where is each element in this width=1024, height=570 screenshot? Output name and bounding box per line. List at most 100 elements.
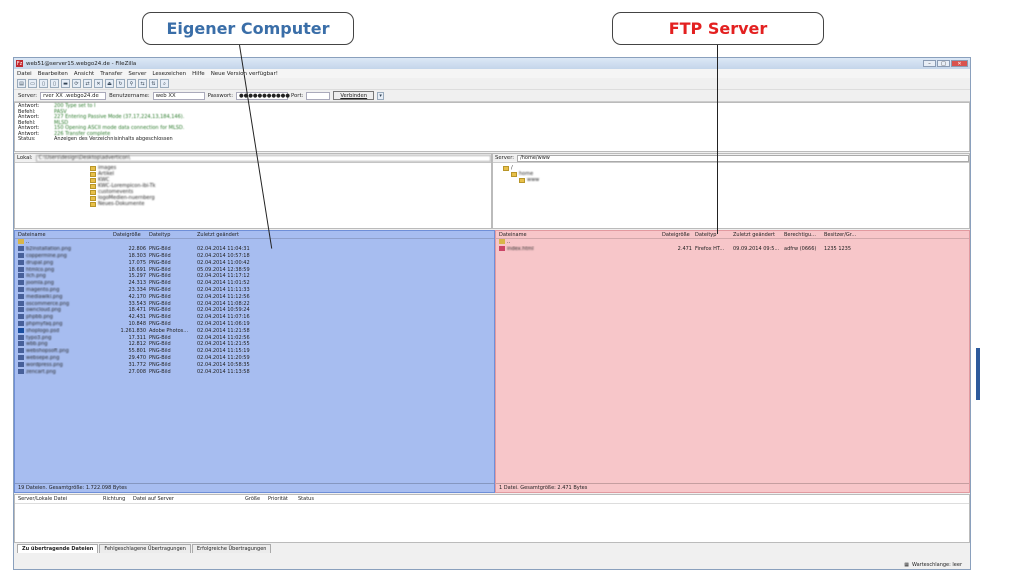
local-path-input[interactable]: C:\Users\design\Desktop\adverticon\ — [35, 154, 491, 162]
folder-icon — [90, 189, 96, 195]
file-size-cell: 18.303 — [128, 252, 147, 259]
menu-ansicht[interactable]: Ansicht — [73, 70, 95, 77]
cancel-icon[interactable]: ✕ — [94, 79, 103, 88]
file-date-cell: 02.04.2014 11:13:58 — [197, 368, 250, 375]
tree-item[interactable]: KWC — [90, 177, 491, 183]
column-header-size[interactable]: Größe — [245, 496, 261, 502]
process-queue-icon[interactable]: ⇄ — [83, 79, 92, 88]
file-perm-cell: adfrw (0666) — [784, 246, 817, 253]
menu-datei[interactable]: Datei — [17, 70, 32, 77]
column-header-date[interactable]: Zuletzt geändert — [197, 231, 239, 238]
file-type-cell: PNG-Bild — [149, 259, 171, 266]
column-header-owner[interactable]: Besitzer/Gr... — [824, 231, 857, 238]
compare-icon[interactable]: ⇆ — [138, 79, 147, 88]
file-row[interactable]: .. — [15, 239, 494, 246]
queue-status: Warteschlange: leer — [911, 562, 962, 568]
close-button[interactable]: ✕ — [951, 60, 968, 67]
column-header-type[interactable]: Dateityp — [149, 231, 171, 238]
file-name-cell: owncloud.png — [15, 307, 110, 313]
tab-failed-transfers[interactable]: Fehlgeschlagene Übertragungen — [99, 544, 191, 553]
tree-item[interactable]: logoMedien-nuernberg — [90, 195, 491, 201]
column-header-type[interactable]: Dateityp — [695, 231, 717, 238]
page-scrollbar[interactable] — [976, 348, 980, 400]
file-size-cell: 55.801 — [128, 348, 147, 355]
column-header-date[interactable]: Zuletzt geändert — [733, 231, 775, 238]
reconnect-icon[interactable]: ↻ — [116, 79, 125, 88]
tab-successful-transfers[interactable]: Erfolgreiche Übertragungen — [191, 544, 272, 553]
folder-icon — [511, 171, 517, 177]
menu-hilfe[interactable]: Hilfe — [192, 70, 205, 77]
column-header-name[interactable]: Dateiname — [499, 231, 527, 238]
username-input[interactable]: web XX — [152, 91, 205, 100]
password-input[interactable]: ●●●●●●●●●●● — [236, 91, 290, 100]
sync-browse-icon[interactable]: ⇅ — [149, 79, 158, 88]
column-header-server-file[interactable]: Server/Lokale Datei — [18, 496, 68, 502]
file-date-cell: 02.04.2014 11:21:55 — [197, 341, 250, 348]
file-row[interactable]: .. — [496, 239, 969, 246]
tree-item[interactable]: customevents — [90, 189, 491, 195]
column-header-size[interactable]: Dateigröße — [662, 231, 690, 238]
tree-item[interactable]: images — [90, 165, 491, 171]
file-icon — [18, 307, 24, 313]
file-date-cell: 02.04.2014 11:08:22 — [197, 300, 250, 307]
column-header-direction[interactable]: Richtung — [103, 496, 126, 502]
toggle-log-icon[interactable]: ▭ — [28, 79, 37, 88]
maximize-button[interactable]: □ — [937, 60, 950, 67]
file-icon — [499, 246, 505, 252]
column-header-name[interactable]: Dateiname — [18, 231, 46, 238]
tree-item[interactable]: www — [503, 177, 969, 183]
refresh-icon[interactable]: ⟳ — [72, 79, 81, 88]
tab-queued-files[interactable]: Zu übertragende Dateien — [17, 544, 99, 553]
port-input[interactable] — [306, 91, 331, 100]
menu-transfer[interactable]: Transfer — [100, 70, 123, 77]
menu-lesezeichen[interactable]: Lesezeichen — [152, 70, 187, 77]
tree-item[interactable]: home — [503, 171, 969, 177]
file-icon — [18, 300, 24, 306]
local-file-list: Dateiname Dateigröße Dateityp Zuletzt ge… — [14, 230, 495, 493]
connect-button[interactable]: Verbinden — [333, 91, 375, 100]
disconnect-icon[interactable]: ⏏ — [105, 79, 114, 88]
tree-item[interactable]: Neues-Dokumente — [90, 201, 491, 207]
toggle-queue-icon[interactable]: ▬ — [61, 79, 70, 88]
search-icon[interactable]: ⌕ — [160, 79, 169, 88]
filter-icon[interactable]: ⚲ — [127, 79, 136, 88]
tree-item[interactable]: KWC-Lorempicon-ibi-Tk — [90, 183, 491, 189]
minimize-button[interactable]: – — [923, 60, 936, 67]
site-manager-icon[interactable]: ▤ — [17, 79, 26, 88]
server-input[interactable]: rver XX .webgo24.de — [40, 91, 107, 100]
chevron-down-icon[interactable]: ▾ — [377, 91, 385, 100]
tree-item[interactable]: Artikel — [90, 171, 491, 177]
remote-path-input[interactable]: /home/www — [517, 154, 969, 162]
column-header-size[interactable]: Dateigröße — [113, 231, 141, 238]
queue-icon: ▦ — [904, 562, 909, 568]
toggle-remote-tree-icon[interactable]: ▯ — [50, 79, 59, 88]
column-header-status[interactable]: Status — [298, 496, 314, 502]
column-header-priority[interactable]: Priorität — [268, 496, 288, 502]
column-header-perm[interactable]: Berechtigu... — [784, 231, 816, 238]
column-header-remote-file[interactable]: Datei auf Server — [133, 496, 174, 502]
toggle-local-tree-icon[interactable]: ▯ — [39, 79, 48, 88]
menu-bearbeiten[interactable]: Bearbeiten — [37, 70, 68, 77]
menu-server[interactable]: Server — [128, 70, 147, 77]
tree-item[interactable]: / — [503, 165, 969, 171]
